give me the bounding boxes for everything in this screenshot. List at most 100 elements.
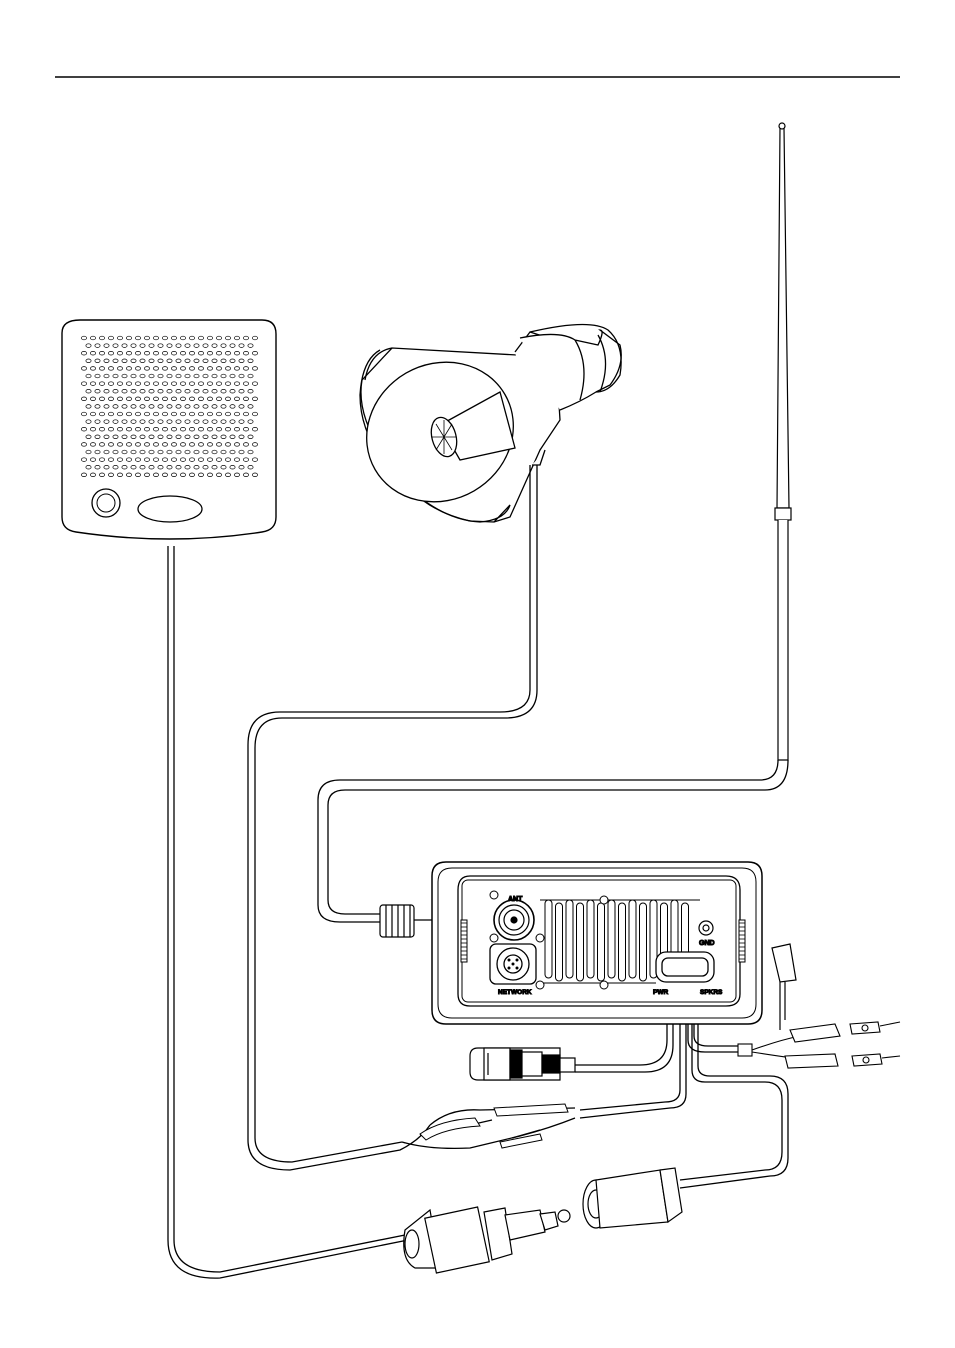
grille-hole xyxy=(221,420,226,424)
grille-hole xyxy=(212,435,217,439)
grille-hole xyxy=(162,443,167,447)
grille-hole xyxy=(252,412,257,416)
grille-hole xyxy=(207,382,212,386)
grille-hole xyxy=(113,435,118,439)
grille-hole xyxy=(203,465,208,469)
grille-hole xyxy=(234,382,239,386)
grille-hole xyxy=(239,405,244,409)
grille-hole xyxy=(171,382,176,386)
heat-sink-fin xyxy=(671,900,678,955)
grille-hole xyxy=(162,382,167,386)
grille-hole xyxy=(234,458,239,462)
grille-hole xyxy=(248,420,253,424)
grille-hole xyxy=(171,443,176,447)
grille-hole xyxy=(90,351,95,355)
grille-hole xyxy=(230,389,235,393)
grille-hole xyxy=(216,367,221,371)
grille-hole xyxy=(185,389,190,393)
grille-hole xyxy=(216,412,221,416)
grille-hole xyxy=(243,427,248,431)
grille-hole xyxy=(108,412,113,416)
grille-hole xyxy=(99,367,104,371)
grille-hole xyxy=(252,473,257,477)
grille-hole xyxy=(86,389,91,393)
grille-hole xyxy=(135,351,140,355)
grille-hole xyxy=(162,397,167,401)
grille-hole xyxy=(135,367,140,371)
grille-hole xyxy=(126,397,131,401)
grille-hole xyxy=(149,450,154,454)
grille-hole xyxy=(117,382,122,386)
radio-back-panel: ANT GND NETWORK PWR SPKRS xyxy=(432,862,796,1030)
grille-hole xyxy=(203,435,208,439)
grille-hole xyxy=(95,359,100,363)
grille-hole xyxy=(230,359,235,363)
grille-hole xyxy=(176,344,181,348)
grille-hole xyxy=(81,443,86,447)
grille-hole xyxy=(99,427,104,431)
grille-hole xyxy=(135,336,140,340)
grille-hole xyxy=(216,397,221,401)
heat-sink-fin xyxy=(556,903,563,981)
grille-hole xyxy=(144,367,149,371)
grille-hole xyxy=(248,435,253,439)
grille-hole xyxy=(198,473,203,477)
grille-hole xyxy=(243,443,248,447)
grille-hole xyxy=(144,473,149,477)
grille-hole xyxy=(198,427,203,431)
grille-hole xyxy=(144,443,149,447)
grille-hole xyxy=(95,405,100,409)
grille-hole xyxy=(194,435,199,439)
grille-hole xyxy=(90,443,95,447)
grille-hole xyxy=(225,336,230,340)
grille-hole xyxy=(225,458,230,462)
grille-hole xyxy=(108,397,113,401)
grille-hole xyxy=(189,473,194,477)
grille-hole xyxy=(122,420,127,424)
grille-hole xyxy=(153,397,158,401)
grille-hole xyxy=(99,382,104,386)
grille-hole xyxy=(203,389,208,393)
grille-hole xyxy=(167,374,172,378)
grille-hole xyxy=(221,344,226,348)
grille-hole xyxy=(86,344,91,348)
grille-hole xyxy=(81,336,86,340)
grille-hole xyxy=(207,458,212,462)
grille-hole xyxy=(113,465,118,469)
grille-hole xyxy=(221,465,226,469)
grille-hole xyxy=(122,465,127,469)
grille-hole xyxy=(189,412,194,416)
grille-hole xyxy=(180,351,185,355)
grille-hole xyxy=(108,443,113,447)
grille-hole xyxy=(122,359,127,363)
grille-hole xyxy=(207,443,212,447)
grille-hole xyxy=(198,397,203,401)
grille-hole xyxy=(194,389,199,393)
grille-hole xyxy=(95,344,100,348)
grille-hole xyxy=(153,351,158,355)
grille-hole xyxy=(216,351,221,355)
grille-hole xyxy=(203,405,208,409)
grille-hole xyxy=(230,405,235,409)
grille-hole xyxy=(104,359,109,363)
grille-hole xyxy=(167,359,172,363)
grille-hole xyxy=(230,344,235,348)
grille-hole xyxy=(126,382,131,386)
heat-sink-fin xyxy=(587,900,594,978)
grille-hole xyxy=(158,435,163,439)
grille-hole xyxy=(131,374,136,378)
grille-hole xyxy=(126,427,131,431)
grille-hole xyxy=(108,351,113,355)
grille-hole xyxy=(212,405,217,409)
grille-hole xyxy=(131,344,136,348)
grille-hole xyxy=(113,374,118,378)
grille-hole xyxy=(243,336,248,340)
grille-hole xyxy=(180,427,185,431)
grille-hole xyxy=(225,427,230,431)
external-speaker xyxy=(62,320,276,539)
grille-hole xyxy=(243,367,248,371)
grille-hole xyxy=(239,359,244,363)
grille-hole xyxy=(171,351,176,355)
grille-hole xyxy=(243,458,248,462)
grille-hole xyxy=(117,458,122,462)
